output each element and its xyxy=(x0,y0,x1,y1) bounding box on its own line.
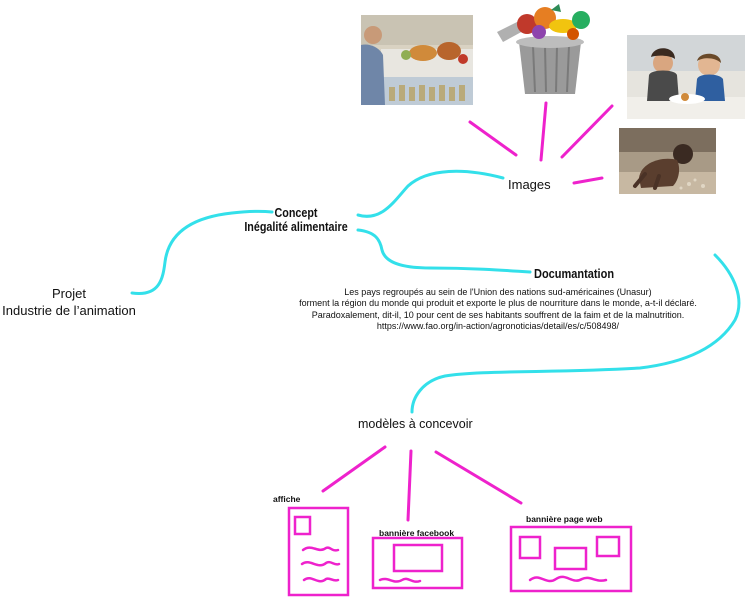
projet-subtitle: Industrie de l’animation xyxy=(2,303,136,318)
facebook-banner-label: bannière facebook xyxy=(379,528,455,538)
documentation-line: forment la région du monde qui produit e… xyxy=(299,298,697,309)
connector-modeles-facebook xyxy=(406,449,413,522)
images-node: Images xyxy=(508,177,551,192)
affiche-label: affiche xyxy=(273,494,301,504)
documentation-body: Les pays regroupés au sein de l'Union de… xyxy=(268,287,728,332)
connector-modeles-webpage xyxy=(434,450,523,505)
connector-modeles-affiche xyxy=(321,445,387,493)
banquet-illustration-photo xyxy=(361,15,473,105)
affiche-sketch xyxy=(287,506,350,597)
projet-title: Projet xyxy=(52,286,86,301)
connector-images-photo1 xyxy=(468,120,518,157)
food-in-trash-can-photo xyxy=(489,2,611,95)
connector-concept-documentation xyxy=(356,228,532,274)
webpage-banner-label: bannière page web xyxy=(526,514,603,524)
connector-images-photo3 xyxy=(560,104,614,159)
connector-images-photo2 xyxy=(539,101,548,162)
malnourished-child-photo xyxy=(619,128,716,194)
connector-images-photo4 xyxy=(572,176,604,185)
documentation-line: Les pays regroupés au sein de l'Union de… xyxy=(344,287,652,297)
facebook-banner-sketch xyxy=(371,536,464,590)
documentation-link: https://www.fao.org/in-action/agronotici… xyxy=(376,320,620,331)
projet-node: Projet Industrie de l’animation xyxy=(0,285,138,319)
connector-documentation-modeles xyxy=(410,253,741,414)
concept-node: Concept Inégalité alimentaire xyxy=(238,206,355,234)
documentation-title: Documantation xyxy=(534,267,615,281)
webpage-banner-sketch xyxy=(509,525,633,593)
concept-subtitle: Inégalité alimentaire xyxy=(244,220,348,234)
concept-title: Concept xyxy=(274,206,318,220)
connector-projet-concept xyxy=(130,209,274,295)
documentation-line: Paradoxalement, dit-il, 10 pour cent de … xyxy=(311,309,685,320)
mother-and-child-eating-photo xyxy=(627,35,745,119)
modeles-node: modèles à concevoir xyxy=(358,417,473,431)
connector-concept-images xyxy=(356,169,505,218)
